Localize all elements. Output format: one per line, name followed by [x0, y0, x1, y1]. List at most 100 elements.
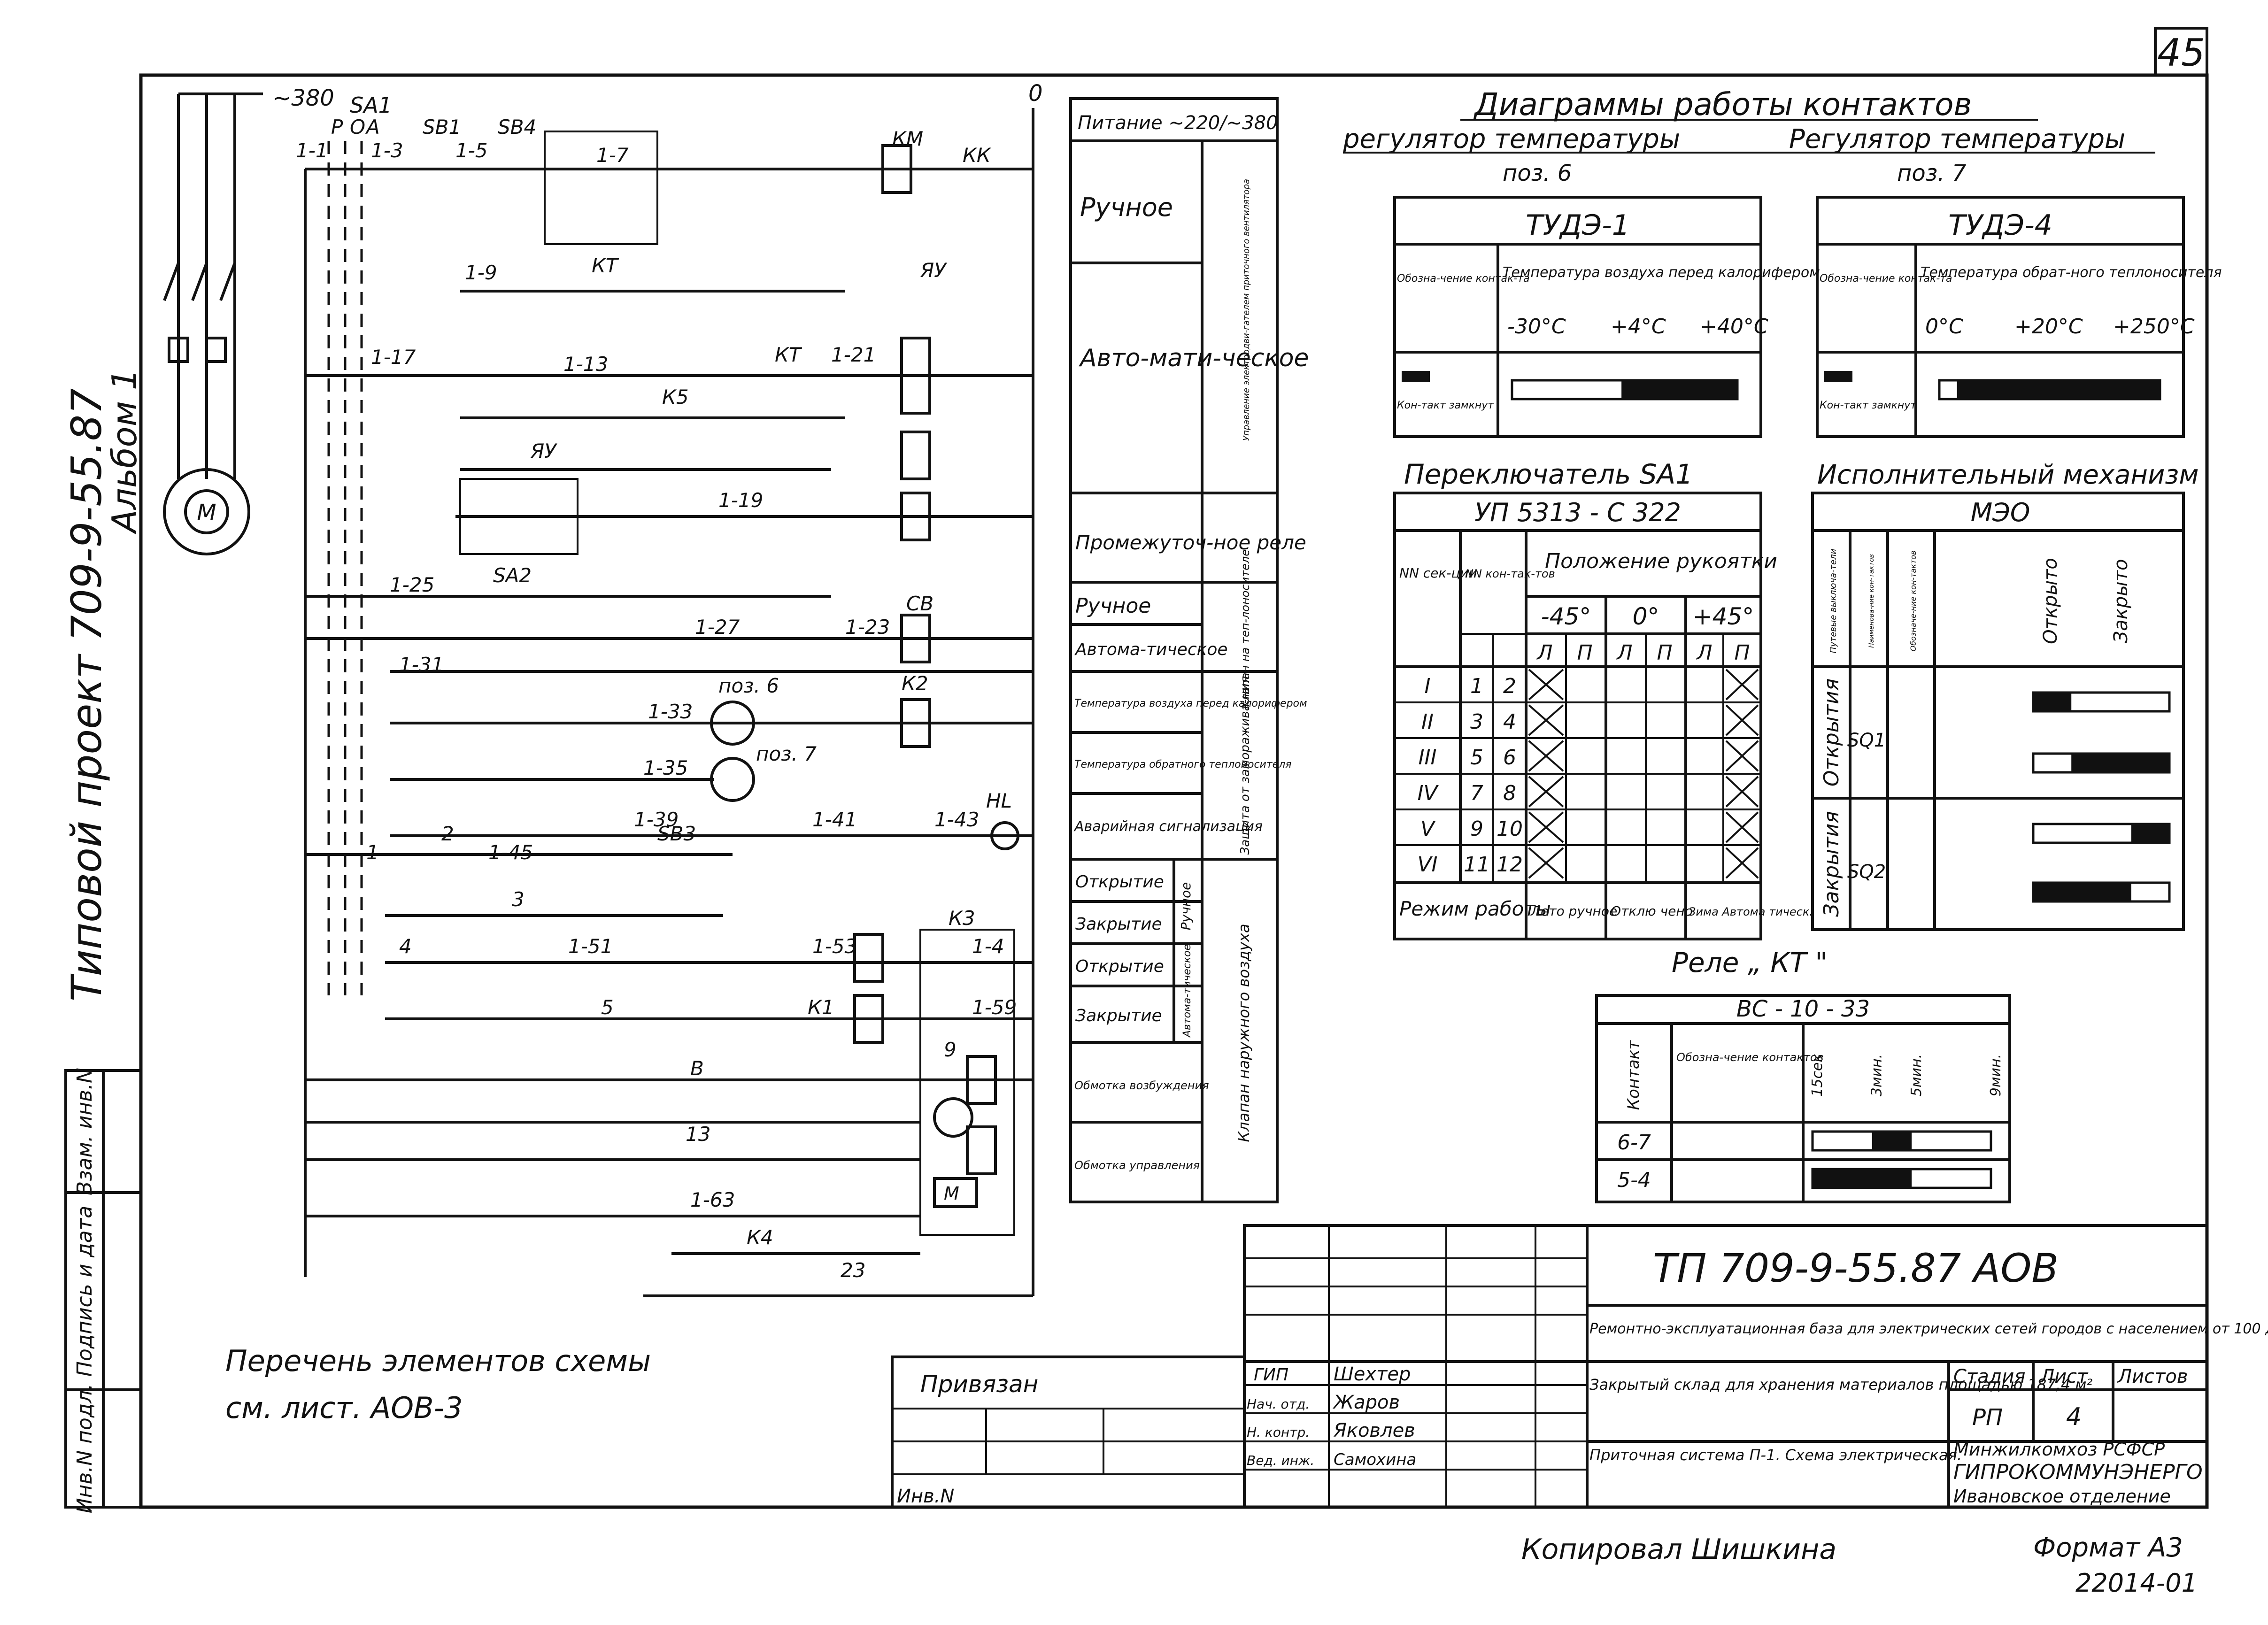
function-row-manual-2: Ручное — [1075, 594, 1151, 618]
switch-cross-b-1-1 — [1725, 704, 1759, 736]
function-table — [1069, 97, 1279, 1203]
mechanism-bar-closed-1 — [2071, 754, 2169, 772]
title-name-3: Самохина — [1334, 1450, 1416, 1469]
wire-1-39: 1-39 — [634, 808, 679, 831]
switch-lp-2: Л — [1616, 641, 1632, 665]
wire-1-41: 1-41 — [812, 808, 857, 831]
wire-1-13: 1-13 — [563, 353, 608, 376]
wire-1-45: 1 — [366, 841, 379, 864]
switch-contact-l-2: 5 — [1470, 746, 1483, 770]
nm-label: К3 — [949, 907, 975, 930]
wire-1-57: 5 — [601, 996, 614, 1019]
switch-cross-b-3-0 — [1528, 776, 1564, 808]
wire-1-9: 1-9 — [465, 261, 497, 284]
wire-1-3: 1-3 — [371, 139, 403, 162]
wire-1-51: 4 — [399, 935, 412, 958]
tude4-bar-closed — [1957, 380, 2160, 399]
switch-cross-b-2-0 — [1528, 740, 1564, 772]
title-object: Закрытый склад для хранения материалов п… — [1589, 1376, 2092, 1394]
wire-1-33: 1-33 — [648, 700, 693, 723]
yau-label-2: ЯУ — [530, 439, 557, 462]
title-block — [891, 1224, 2208, 1509]
switch-title: Переключатель SA1 — [1404, 458, 1693, 490]
switch-cross-b-3-1 — [1725, 776, 1759, 808]
title-role-2: Н. контр. — [1247, 1425, 1310, 1440]
title-org2: ГИПРОКОММУНЭНЕРГО — [1953, 1460, 2203, 1484]
title-stage: РП — [1972, 1404, 2003, 1431]
kt-label: КТ — [592, 254, 619, 277]
title-role-1: Нач. отд. — [1247, 1396, 1310, 1412]
cb-label: СВ — [906, 592, 933, 615]
switch-lp-4: Л — [1696, 641, 1712, 665]
wire-1-7: 1-7 — [596, 144, 629, 167]
side-stamp-inv: Инв.N подл. — [73, 1384, 97, 1514]
switch-cross-b-5-1 — [1725, 847, 1759, 879]
vertical-project-title: Типовой проект 709-9-55.87 — [62, 388, 111, 1001]
wire-1-55: 1-53 — [812, 935, 857, 958]
k4-bottom: 23 — [841, 1259, 865, 1282]
switch-section-2: III — [1419, 746, 1437, 770]
tude4-table — [1816, 196, 2185, 438]
relay-col2: Обозна-чение контактов — [1676, 1051, 1824, 1064]
function-row-excitation: Обмотка возбуждения — [1074, 1079, 1209, 1092]
relay-title: Реле „ КТ " — [1672, 947, 1828, 978]
switch-contact-l-1: 3 — [1470, 710, 1483, 734]
sq2-label: 1-59 — [972, 996, 1017, 1019]
switch-pos-2: +45° — [1693, 603, 1754, 630]
tude4-tick-0: 0°С — [1925, 315, 1963, 339]
relay-contact-0: 6-7 — [1617, 1131, 1651, 1155]
switch-contact-l-3: 7 — [1470, 781, 1483, 805]
tude1-legend-mark — [1402, 371, 1430, 382]
tude1-col2: Температура воздуха перед калорифером — [1503, 264, 1820, 281]
function-row-auto-2: Автома-тическое — [1074, 640, 1228, 659]
switch-contact-r-4: 10 — [1497, 817, 1523, 841]
relay-col1: Контакт — [1624, 1040, 1643, 1110]
switch-col-position: Положение рукоятки — [1545, 549, 1777, 573]
page-number: 45 — [2157, 31, 2205, 75]
roa-r: Р — [331, 116, 343, 139]
function-row-temp-air: Температура воздуха перед калорифером — [1074, 698, 1307, 709]
title-name-2: Яковлев — [1333, 1420, 1415, 1441]
mechanism-h0: Путевые выключа-тели — [1828, 548, 1838, 653]
switch-contact-r-3: 8 — [1503, 781, 1516, 805]
relay-model: ВС - 10 - 33 — [1736, 996, 1870, 1022]
switch-cross-b-0-1 — [1725, 669, 1759, 701]
vertical-album: Альбом 1 — [105, 369, 144, 534]
capacitor-label: 9 — [944, 1038, 957, 1061]
switch-mode-label: Режим работы — [1399, 897, 1551, 920]
function-row-manual: Ручное — [1080, 193, 1173, 222]
function-row-control-coil: Обмотка управления — [1074, 1159, 1200, 1172]
wire-1-27: 1-27 — [695, 616, 740, 639]
hl-label: HL — [986, 789, 1012, 812]
roa-a: А — [365, 116, 380, 139]
function-row-open-1: Открытие — [1075, 872, 1164, 892]
switch-pos-1: 0° — [1633, 603, 1659, 630]
tude4-tick-2: +250°С — [2113, 315, 2195, 339]
switch-section-0: I — [1425, 674, 1431, 698]
tude4-tick-1: +20°С — [2014, 315, 2083, 339]
k3-bottom: К4 — [747, 1226, 773, 1249]
switch-col-section: NN сек-ции — [1399, 565, 1477, 581]
mechanism-h1: Наименова-ние кон-тактов — [1868, 554, 1875, 648]
wire-1-17: 1-17 — [371, 346, 416, 369]
diagrams-pos-left: поз. 6 — [1503, 160, 1572, 186]
tude1-table — [1393, 196, 1762, 438]
switch-section-5: VI — [1417, 853, 1437, 877]
wire-1-25: 1-25 — [390, 573, 434, 596]
function-row-temp-return: Температура обратного теплоносителя — [1074, 759, 1292, 770]
sb3-label: 2 — [441, 822, 454, 845]
sb4-label: SB4 — [498, 116, 536, 139]
reference-note: Перечень элементов схемы — [225, 1344, 651, 1378]
switch-table — [1393, 492, 1762, 940]
tude4-name: ТУДЭ-4 — [1948, 209, 2052, 242]
function-group-freeze: Защита от заморажива-ния — [1238, 676, 1252, 855]
wire-1-65: 1-63 — [690, 1188, 735, 1211]
relay-bar-closed-0 — [1872, 1132, 1912, 1150]
k5-label: К5 — [662, 385, 689, 408]
function-group-fan: Управление электродви-гателем приточного… — [1242, 179, 1251, 441]
tude1-col1: Обозна-чение контак-та — [1397, 273, 1530, 285]
diagrams-sub-left: регулятор температуры — [1342, 124, 1680, 154]
mechanism-sq1: SQ1 — [1847, 730, 1886, 751]
